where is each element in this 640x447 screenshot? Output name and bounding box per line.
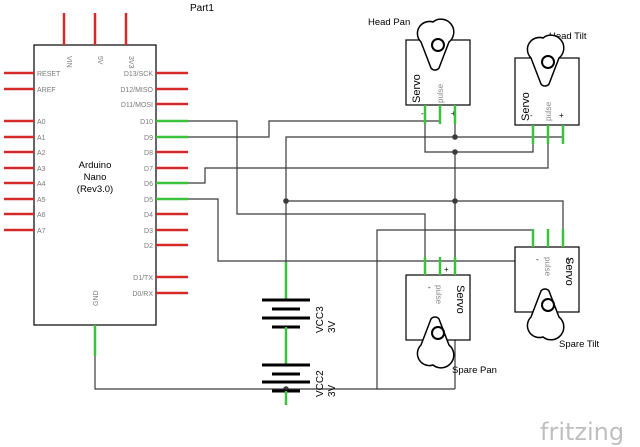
arduino-body [33,44,157,326]
battery-vcc2[interactable]: VCC2 3V [262,363,338,405]
servo-horn-icon [416,316,455,369]
servo-minus: - [536,255,539,264]
pin-label-vin: VIN [65,56,72,68]
servo-minus: - [428,283,431,292]
pin-label-d1: D1/TX [133,275,153,282]
servo-head-pan[interactable]: Head Pan Servo pulse - + [368,17,471,124]
pin-label-3v3: 3V3 [127,56,134,69]
servo-head-tilt[interactable]: Head Tilt Servo pulse - + [514,31,587,144]
servo-type: Servo [411,74,423,103]
servo-minus: - [530,111,533,120]
pin-label-a3: A3 [37,166,46,173]
pin-label-d12: D12/MISO [120,87,153,94]
pin-label-a6: A6 [37,212,46,219]
junction-dot [283,198,289,204]
part-title: Part1 [190,3,214,14]
wire-d6 [188,125,549,184]
servo-signal: pulse [543,257,552,277]
servo-plus: + [559,111,564,120]
battery-vcc2-voltage: 3V [327,384,338,397]
pin-label-a2: A2 [37,150,46,157]
battery-vcc2-name: VCC2 [315,370,326,397]
battery-vcc3-name: VCC3 [315,306,326,333]
wire-d10 [188,120,426,275]
servo-spare-tilt[interactable]: Servo pulse - + Spare Tilt [514,229,599,350]
pin-label-d10: D10 [140,119,153,126]
servo-shaft-icon [431,326,445,340]
servo-plus: + [444,265,449,274]
servo-plus: + [566,255,571,264]
pin-label-gnd: GND [93,290,100,306]
battery-vcc3-voltage: 3V [327,320,338,333]
junction-dot [452,134,458,140]
pin-label-d8: D8 [144,150,153,157]
pin-label-aref: AREF [37,87,56,94]
servo-head-pan-label: Head Pan [368,17,410,28]
junction-dot [452,149,458,155]
servo-signal: pulse [434,285,443,305]
servo-head-tilt-label: Head Tilt [549,31,587,42]
servo-signal: pulse [436,83,445,103]
wires [94,105,564,405]
servo-minus: - [421,109,424,118]
pin-label-d9: D9 [144,135,153,142]
pin-label-d5: D5 [144,197,153,204]
junction-dot [452,198,458,204]
pin-label-d11: D11/MOSI [121,102,153,109]
pin-label-a1: A1 [37,135,46,142]
pin-label-d0: D0/RX [132,291,153,298]
battery-vcc3[interactable]: VCC3 3V [262,262,338,333]
pin-label-reset: RESET [37,71,61,78]
fritzing-logo: fritzing [540,418,624,446]
arduino-name-line2: Nano [84,172,107,183]
servo-shaft-icon [541,298,555,312]
servo-type: Servo [520,92,532,121]
servo-spare-tilt-label: Spare Tilt [559,339,599,350]
pin-label-d3: D3 [144,228,153,235]
pin-label-a7: A7 [37,228,46,235]
arduino-name-line1: Arduino [79,160,112,171]
servo-plus: + [451,109,456,118]
servo-spare-pan[interactable]: Servo pulse - + Spare Pan [405,257,497,376]
servo-shaft-icon [431,38,445,52]
pin-label-d4: D4 [144,212,153,219]
pin-label-a4: A4 [37,181,46,188]
pin-label-d6: D6 [144,181,153,188]
servo-horn-icon [526,288,565,341]
arduino-nano[interactable]: Arduino Nano (Rev3.0) VIN 5V 3V3 RESET A… [4,13,188,356]
pin-label-a0: A0 [37,119,46,126]
pin-label-d13: D13/SCK [124,71,154,78]
servo-shaft-icon [541,55,555,69]
pin-label-5v: 5V [96,56,103,65]
servo-spare-pan-label: Spare Pan [452,365,497,376]
arduino-name-line3: (Rev3.0) [77,184,113,195]
pin-label-d7: D7 [144,166,153,173]
wire-vcc [285,105,456,262]
servo-type: Servo [454,285,466,314]
servo-type: Servo [563,257,575,286]
pin-label-d2: D2 [144,243,153,250]
servo-signal: pulse [544,101,553,121]
pin-label-a5: A5 [37,197,46,204]
